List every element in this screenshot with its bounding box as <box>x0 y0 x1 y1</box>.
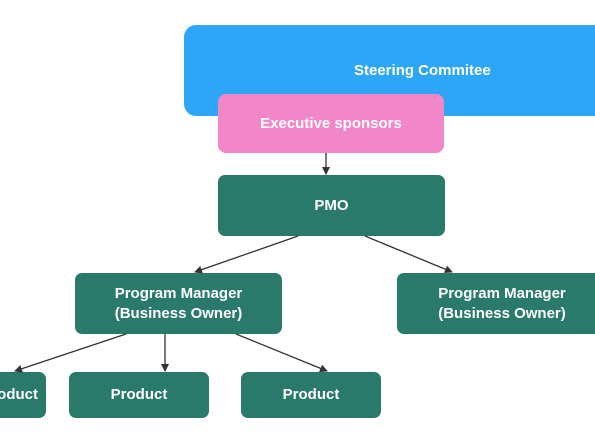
pmo-node: PMO <box>218 175 445 236</box>
program-manager-role: (Business Owner) <box>114 304 243 322</box>
steering-committee-label: Steering Commitee <box>354 62 491 79</box>
arrow-pm-to-product-right <box>235 333 328 373</box>
program-manager-node-left: Program Manager (Business Owner) <box>75 273 282 334</box>
arrow-pmo-to-pm-left <box>194 235 299 274</box>
program-manager-title: Program Manager <box>438 284 566 302</box>
product-node-cropped: Product <box>0 372 46 418</box>
product-label: Product <box>110 386 168 403</box>
executive-sponsors-label: Executive sponsors <box>260 114 402 132</box>
arrow-pm-to-product-cropped <box>14 333 127 373</box>
program-manager-node-right: Program Manager (Business Owner) <box>397 273 595 334</box>
program-manager-title: Program Manager <box>114 284 243 302</box>
arrow-pmo-to-pm-right <box>364 235 453 274</box>
product-node: Product <box>241 372 381 418</box>
program-manager-role: (Business Owner) <box>438 304 566 322</box>
product-label: Product <box>282 386 340 403</box>
product-node: Product <box>69 372 209 418</box>
executive-sponsors-node: Executive sponsors <box>218 94 444 153</box>
product-label: Product <box>0 386 38 403</box>
pmo-label: PMO <box>314 196 349 214</box>
